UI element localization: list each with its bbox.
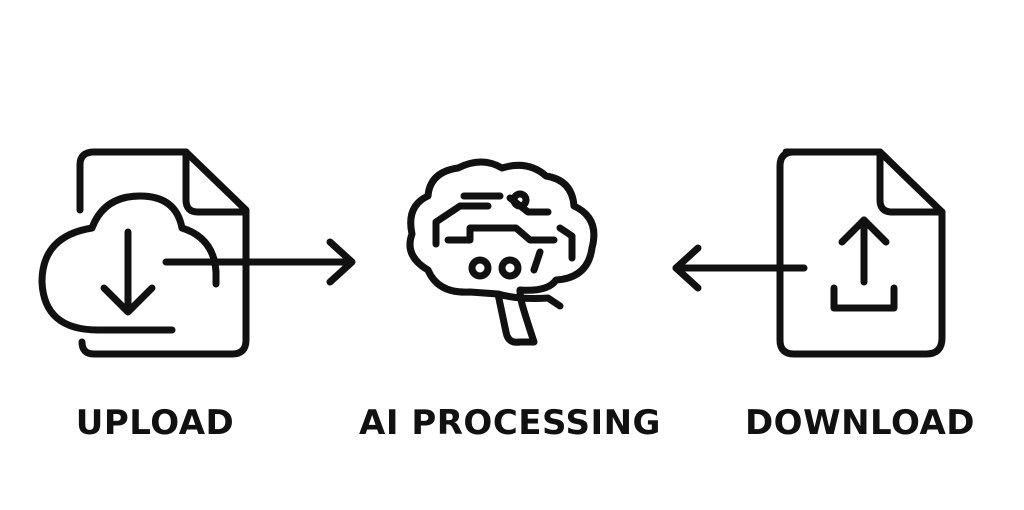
step-label-upload: UPLOAD bbox=[75, 403, 235, 443]
step-label-ai-processing: AI PROCESSING bbox=[359, 403, 661, 443]
document-outline bbox=[76, 148, 250, 358]
step-label-download: DOWNLOAD bbox=[744, 403, 976, 443]
circuit-trace-5 bbox=[530, 248, 544, 274]
circuit-node-1 bbox=[510, 190, 530, 210]
down-arrow-head bbox=[100, 284, 156, 316]
circuit-trace-1 bbox=[432, 202, 492, 248]
upload-tray bbox=[830, 284, 898, 312]
circuit-trace-4 bbox=[444, 224, 558, 244]
arrow-left-head bbox=[672, 244, 702, 292]
circuit-node-3 bbox=[498, 256, 522, 280]
circuit-node-2 bbox=[468, 256, 492, 280]
document-fold bbox=[182, 148, 250, 216]
arrow-left-icon bbox=[672, 244, 808, 292]
cloud-shape bbox=[38, 192, 220, 334]
arrow-right-icon bbox=[162, 238, 356, 286]
document-outline bbox=[776, 148, 946, 358]
file-cloud-download-icon bbox=[38, 148, 250, 358]
brain-outline bbox=[406, 158, 598, 346]
circuit-trace-6 bbox=[556, 224, 576, 262]
up-arrow-head bbox=[838, 216, 890, 246]
arrow-right-head bbox=[326, 238, 356, 286]
brain-stem bbox=[494, 290, 564, 310]
file-upload-icon bbox=[776, 148, 946, 358]
document-fold bbox=[876, 148, 946, 216]
brain-circuit-icon bbox=[406, 158, 598, 346]
